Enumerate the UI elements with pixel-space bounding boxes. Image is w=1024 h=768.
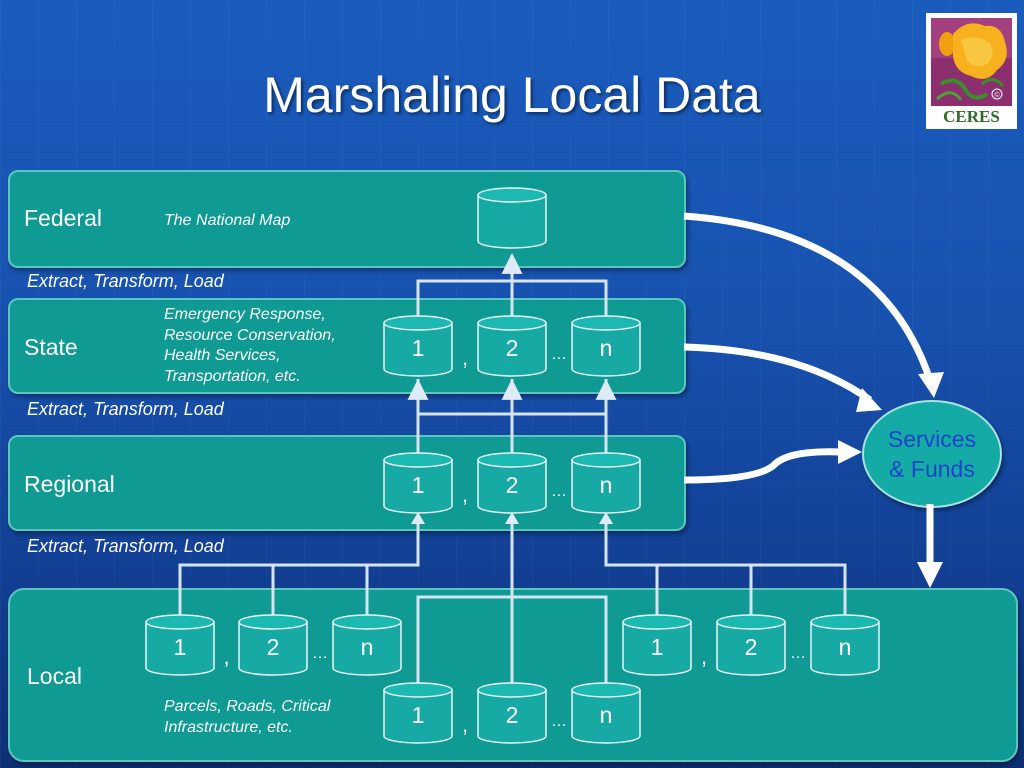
state-ellipsis: … bbox=[551, 346, 567, 363]
services-line: Services bbox=[887, 426, 977, 452]
database-label: 2 bbox=[267, 634, 280, 660]
federal-database bbox=[477, 187, 547, 249]
services-funds-node: Services & Funds bbox=[862, 400, 1002, 508]
database-label: 2 bbox=[745, 634, 758, 660]
state-note: Emergency Response, Resource Conservatio… bbox=[164, 305, 336, 387]
database-label: n bbox=[600, 472, 613, 498]
local-bottom-ellipsis: … bbox=[551, 713, 567, 730]
local-left-ellipsis: … bbox=[312, 645, 328, 662]
database-label: n bbox=[600, 702, 613, 728]
local-right-comma: , bbox=[701, 644, 707, 669]
state-note-line: Resource Conservation, bbox=[164, 326, 336, 344]
regional-comma: , bbox=[462, 482, 468, 507]
connector-arrowheads bbox=[411, 512, 613, 524]
database-label: n bbox=[361, 634, 374, 660]
regional-database-1: 1 bbox=[383, 452, 453, 514]
database-label: 2 bbox=[506, 472, 519, 498]
state-label: State bbox=[24, 334, 78, 360]
database-label: 1 bbox=[174, 634, 187, 660]
federal-note: The National Map bbox=[164, 212, 291, 229]
database-label: 1 bbox=[412, 335, 425, 361]
etl-label-federal-state: Extract, Transform, Load bbox=[27, 271, 224, 291]
local-note-line: Parcels, Roads, Critical bbox=[164, 698, 331, 715]
funds-line: & Funds bbox=[889, 456, 975, 482]
local-left-database-2: 2 bbox=[238, 614, 308, 676]
state-note-line: Health Services, bbox=[164, 347, 281, 364]
local-right-database-1: 1 bbox=[622, 614, 692, 676]
regional-ellipsis: … bbox=[551, 483, 567, 500]
database-label: n bbox=[600, 335, 613, 361]
local-left-comma: , bbox=[223, 644, 229, 669]
local-left-database-1: 1 bbox=[145, 614, 215, 676]
local-note-line: Infrastructure, etc. bbox=[164, 718, 293, 736]
copyright-mark: © bbox=[994, 91, 1000, 99]
database-layer: 1 2 n, … 1 2 n, … 1 2 n, … 1 2 n, … 1 2 n, … bbox=[145, 187, 880, 744]
regional-database-n: n bbox=[571, 452, 641, 514]
database-label: 1 bbox=[412, 472, 425, 498]
local-bottom-database-2: 2 bbox=[477, 682, 547, 744]
logo-text: CERES bbox=[943, 107, 1000, 126]
state-note-line: Emergency Response, bbox=[164, 306, 326, 323]
database-label: 1 bbox=[412, 702, 425, 728]
local-left-database-n: n bbox=[332, 614, 402, 676]
database-label: n bbox=[839, 634, 852, 660]
state-database-n: n bbox=[571, 315, 641, 377]
connector-lines bbox=[178, 252, 847, 683]
local-right-database-n: n bbox=[810, 614, 880, 676]
services-flow-arrows bbox=[683, 212, 934, 565]
federal-band bbox=[8, 170, 686, 268]
regional-label: Regional bbox=[24, 471, 115, 497]
state-database-2: 2 bbox=[477, 315, 547, 377]
database-label: 2 bbox=[506, 702, 519, 728]
local-right-ellipsis: … bbox=[790, 645, 806, 662]
local-right-database-2: 2 bbox=[716, 614, 786, 676]
state-database-1: 1 bbox=[383, 315, 453, 377]
etl-label-state-regional: Extract, Transform, Load bbox=[27, 399, 224, 419]
slide-title: Marshaling Local Data bbox=[263, 67, 761, 123]
local-bottom-database-1: 1 bbox=[383, 682, 453, 744]
state-note-line: Transportation, etc. bbox=[164, 367, 301, 385]
etl-label-regional-local: Extract, Transform, Load bbox=[27, 536, 224, 556]
local-bottom-database-n: n bbox=[571, 682, 641, 744]
state-comma: , bbox=[462, 345, 468, 370]
local-note: Parcels, Roads, Critical Infrastructure,… bbox=[164, 697, 330, 738]
local-label: Local bbox=[27, 663, 82, 689]
federal-label: Federal bbox=[24, 205, 102, 231]
ceres-logo: © CERES bbox=[926, 13, 1017, 129]
regional-database-2: 2 bbox=[477, 452, 547, 514]
services-flow-arrowheads bbox=[838, 372, 944, 588]
local-bottom-comma: , bbox=[462, 712, 468, 737]
database-label: 2 bbox=[506, 335, 519, 361]
database-label: 1 bbox=[651, 634, 664, 660]
